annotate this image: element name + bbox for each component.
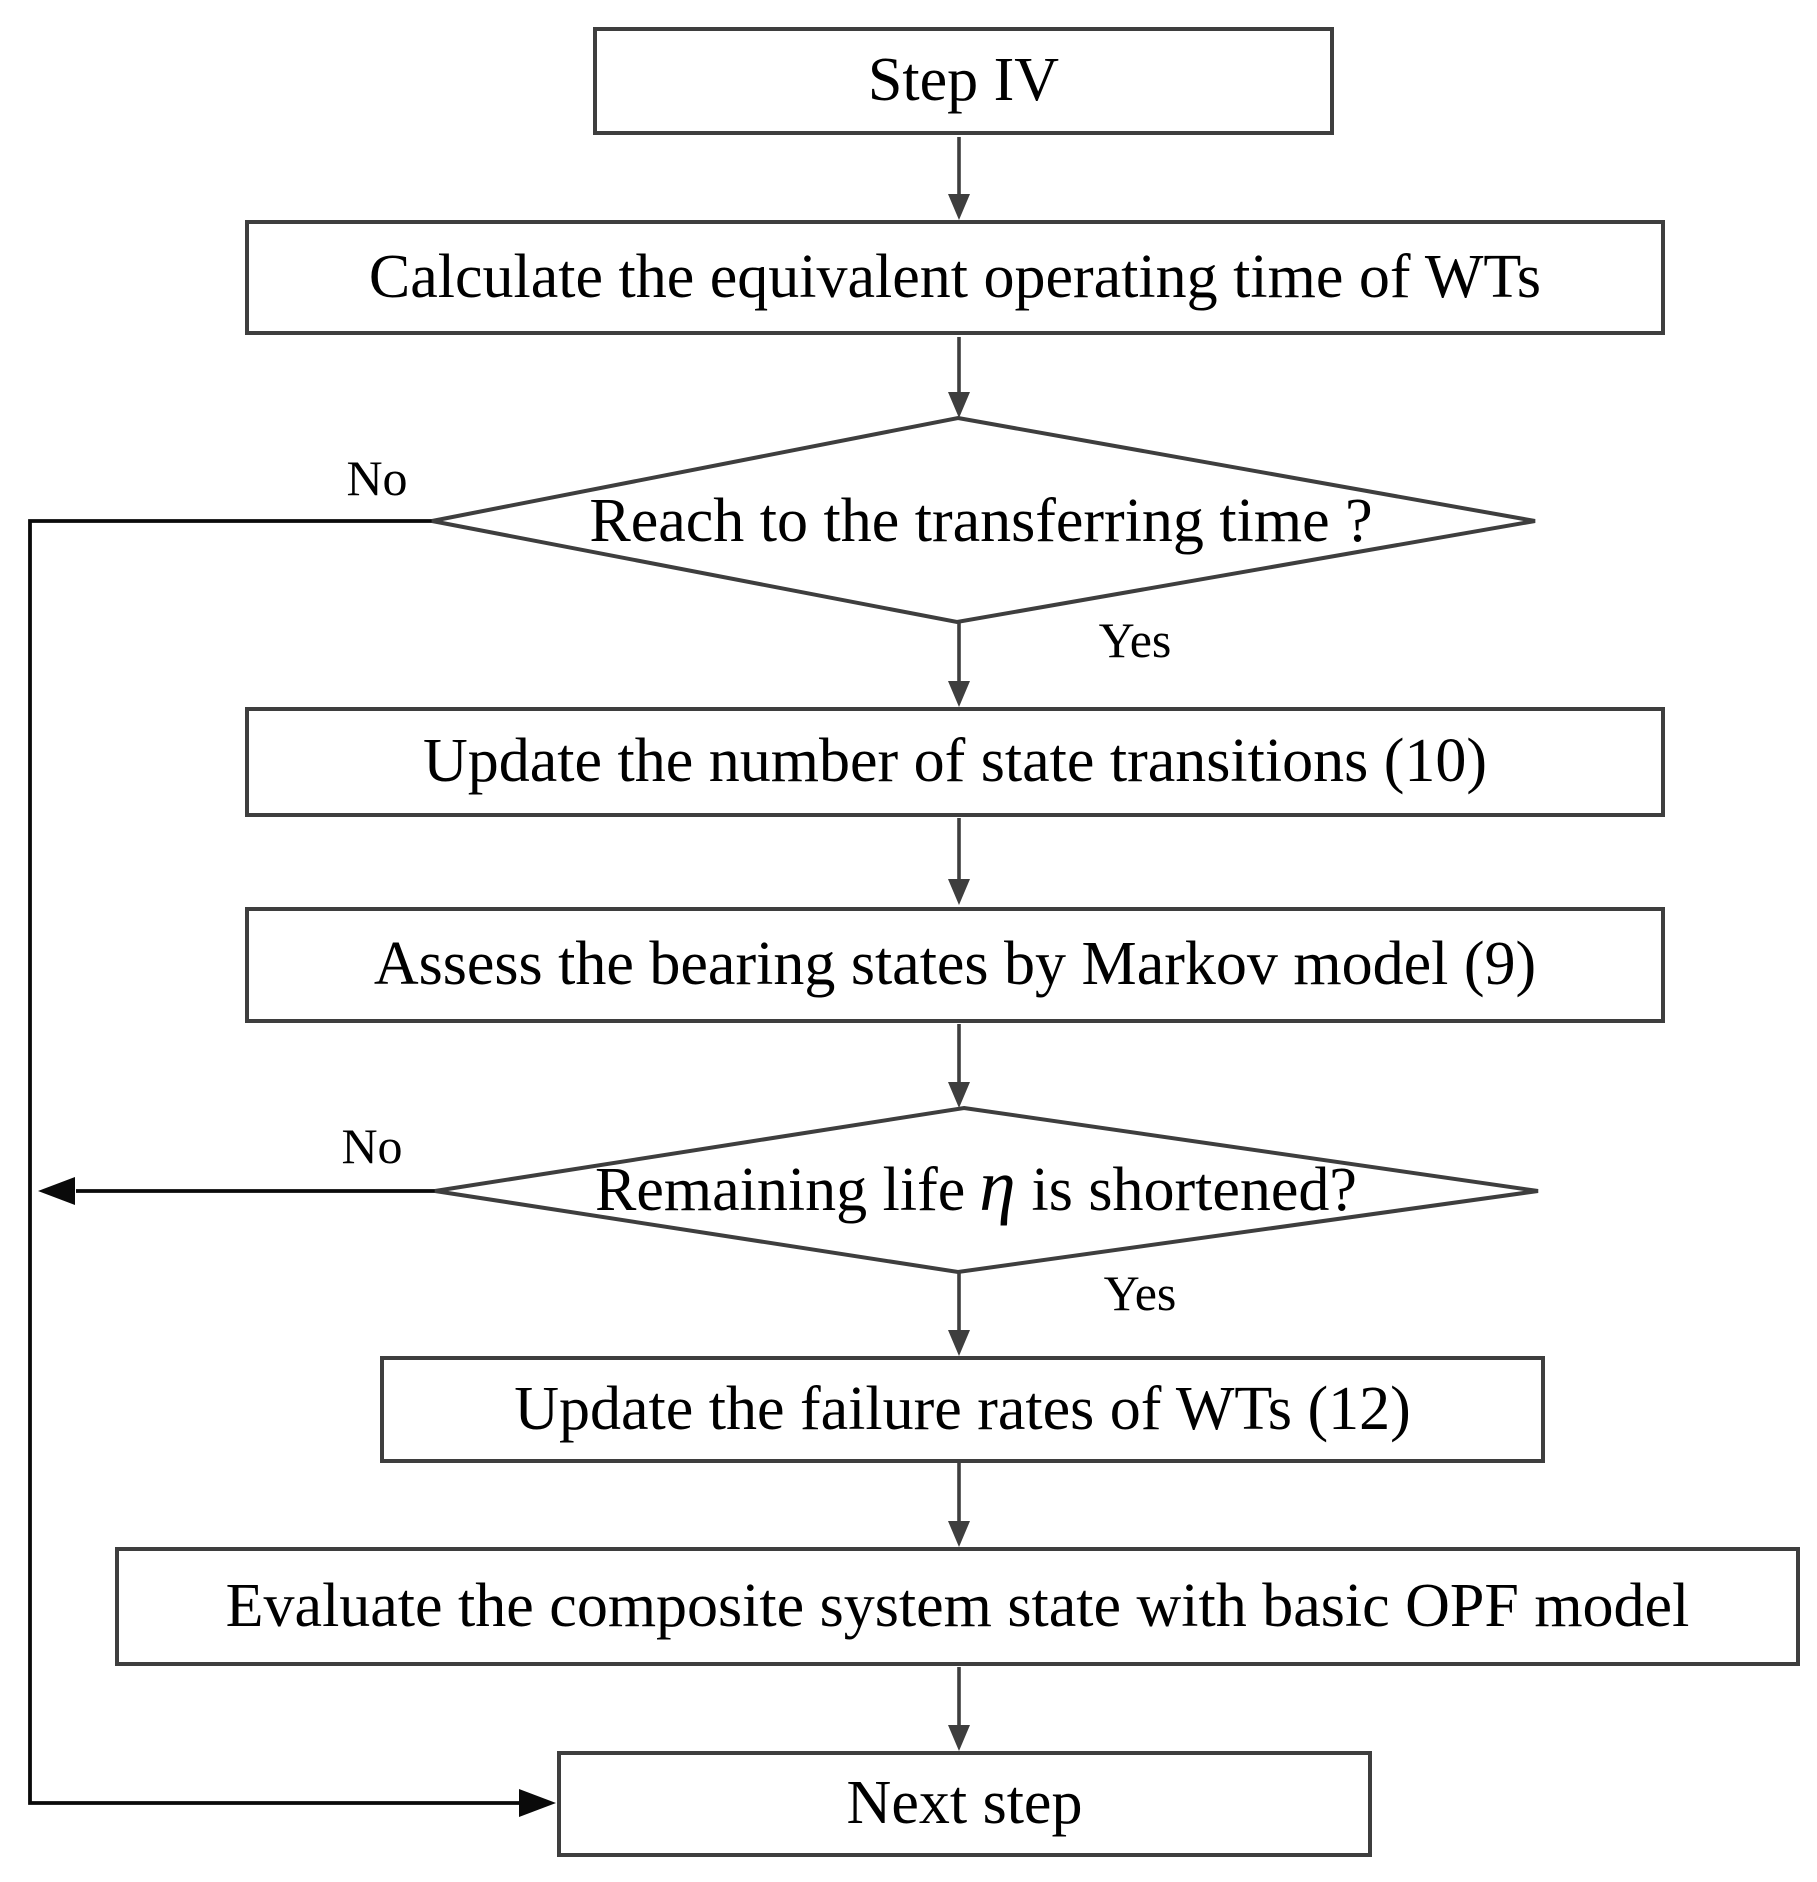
- node-update-failure-rates-label: Update the failure rates of WTs (12): [514, 1374, 1411, 1443]
- decision-life-label: Remaining life η is shortened?: [595, 1145, 1357, 1226]
- node-next-step: Next step: [557, 1751, 1372, 1857]
- node-update-failure-rates: Update the failure rates of WTs (12): [380, 1356, 1545, 1463]
- node-step-iv-label: Step IV: [867, 46, 1060, 115]
- decision-life-diamond: [434, 1105, 1539, 1275]
- flow-arrows: [948, 137, 970, 1751]
- node-calc-operating-time-label: Calculate the equivalent operating time …: [368, 242, 1542, 311]
- node-assess-markov-label: Assess the bearing states by Markov mode…: [373, 930, 1537, 999]
- loop-arrowhead: [519, 1789, 556, 1817]
- label-yes-1: Yes: [1098, 612, 1172, 668]
- node-calc-operating-time: Calculate the equivalent operating time …: [245, 220, 1665, 335]
- label-no-1: No: [346, 450, 408, 506]
- node-step-iv: Step IV: [593, 27, 1334, 135]
- decision-life-label-prefix: Remaining life: [595, 1156, 966, 1224]
- node-update-transitions: Update the number of state transitions (…: [245, 707, 1665, 817]
- no-loop-line: [28, 519, 520, 1805]
- node-assess-markov: Assess the bearing states by Markov mode…: [245, 907, 1665, 1023]
- no2-arrowhead: [38, 1177, 75, 1205]
- node-evaluate-opf-label: Evaluate the composite system state with…: [225, 1571, 1690, 1640]
- node-update-transitions-label: Update the number of state transitions (…: [422, 727, 1488, 796]
- decision-transfer-diamond: [431, 415, 1536, 625]
- node-evaluate-opf: Evaluate the composite system state with…: [115, 1547, 1800, 1666]
- label-yes-2: Yes: [1103, 1265, 1177, 1321]
- decision-life-label-suffix: is shortened?: [1031, 1156, 1357, 1224]
- decision-transfer-label: Reach to the transferring time ?: [589, 487, 1373, 555]
- node-next-step-label: Next step: [846, 1769, 1083, 1838]
- label-no-2: No: [341, 1118, 403, 1174]
